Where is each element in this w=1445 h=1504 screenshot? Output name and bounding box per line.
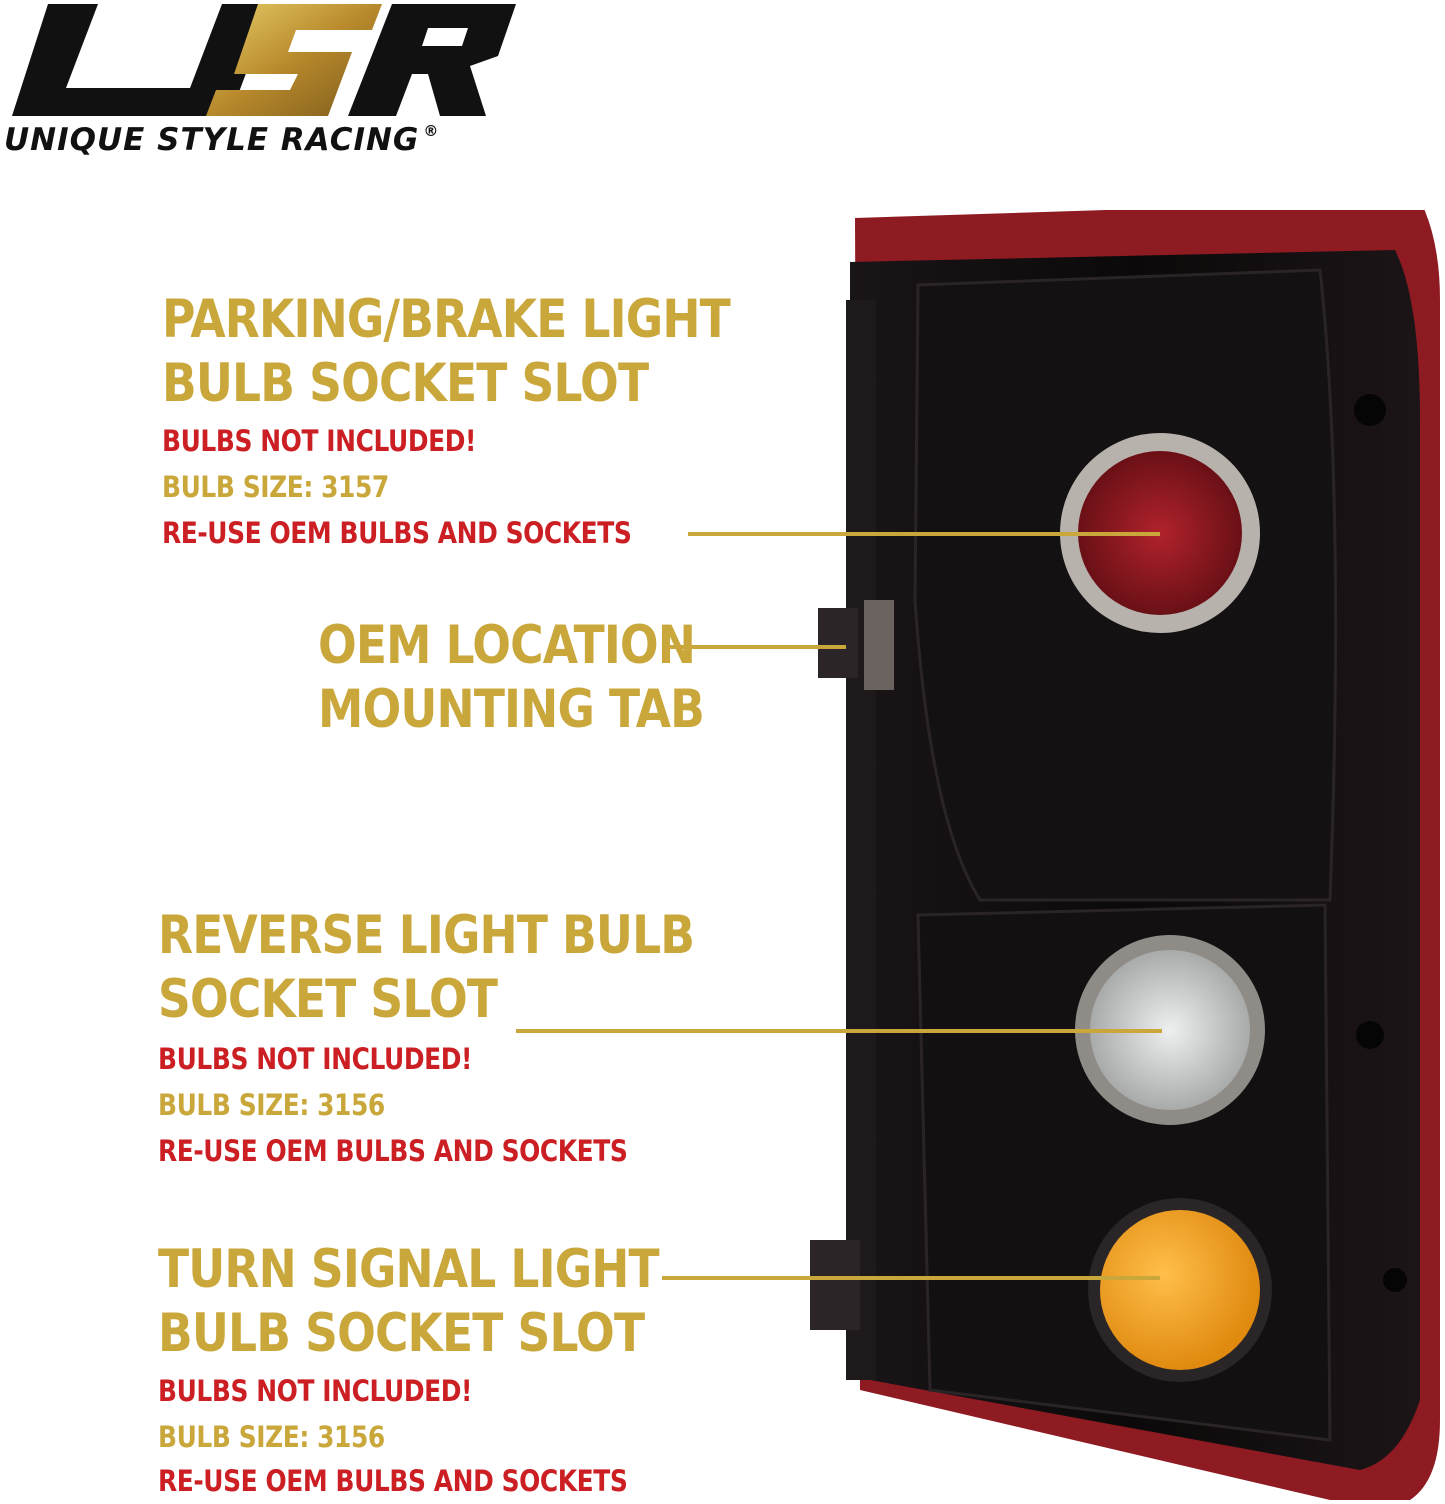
brake-heading-line-1: PARKING/BRAKE LIGHT [162,289,731,350]
brake-reuse-note: RE-USE OEM BULBS AND SOCKETS [162,516,632,550]
screw-boss [1383,1268,1407,1292]
reverse-reuse-note: RE-USE OEM BULBS AND SOCKETS [158,1134,628,1168]
reverse-socket-lens [1090,950,1250,1110]
tab-heading-line-1: OEM LOCATION [318,615,696,676]
logo-letter-r [348,4,516,116]
brake-socket-lens [1078,451,1242,615]
tab-heading-line-2: MOUNTING TAB [318,679,705,740]
turn-notice: BULBS NOT INCLUDED! [158,1374,472,1408]
logo-letter-s [206,4,382,116]
logo-letter-r-counter [422,28,468,46]
brake-heading-line-2: BULB SOCKET SLOT [162,353,649,414]
turn-connector-line [662,1276,1160,1280]
tail-light-rear-view [810,210,1440,1500]
brake-bulb-size: BULB SIZE: 3157 [162,470,389,504]
usr-logo [12,4,516,116]
reverse-bulb-size: BULB SIZE: 3156 [158,1088,385,1122]
logo-tagline: UNIQUE STYLE RACING® [4,122,440,158]
mounting-tab-lower [810,1240,860,1330]
brake-notice: BULBS NOT INCLUDED! [162,424,476,458]
mounting-tab-upper-plate [864,600,894,690]
turn-heading-line-2: BULB SOCKET SLOT [158,1303,645,1364]
tab-connector-line [662,645,846,649]
turn-socket-lens [1100,1210,1260,1370]
reverse-connector-line [516,1029,1162,1033]
registered-mark: ® [423,122,440,140]
reverse-notice: BULBS NOT INCLUDED! [158,1042,472,1076]
turn-heading-line-1: TURN SIGNAL LIGHT [158,1239,660,1300]
brake-connector-line [688,532,1160,536]
screw-boss [1356,1021,1384,1049]
screw-boss [1354,394,1386,426]
housing-left-rail [846,300,876,1380]
turn-reuse-note: RE-USE OEM BULBS AND SOCKETS [158,1464,628,1498]
reverse-heading-line-1: REVERSE LIGHT BULB [158,905,695,966]
mounting-tab-upper [818,608,858,678]
reverse-heading-line-2: SOCKET SLOT [158,969,498,1030]
turn-bulb-size: BULB SIZE: 3156 [158,1420,385,1454]
logo-letter-u [12,4,272,116]
